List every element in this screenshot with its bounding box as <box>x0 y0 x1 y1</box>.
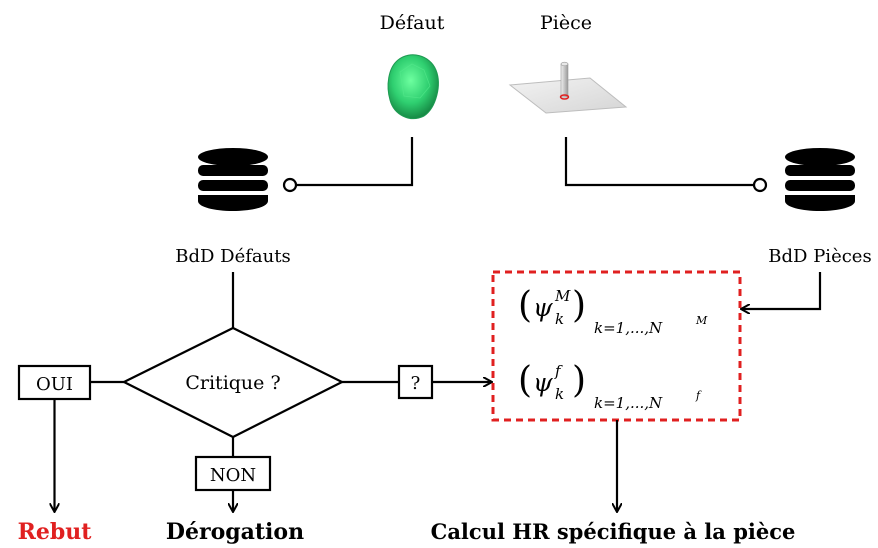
parts-db-to-bases-arrow <box>742 272 822 309</box>
database-parts-label: BdD Pièces <box>768 246 871 267</box>
mode-basis-f: ( ψ f k ) k=1,...,N f <box>518 360 702 412</box>
database-parts-icon <box>785 148 855 211</box>
no-box <box>194 455 272 492</box>
svg-text:): ) <box>572 285 586 326</box>
calc-label: Calcul HR spécifique à la pièce <box>431 519 796 544</box>
psi-symbol-f: ψ <box>533 368 553 397</box>
psi-superscript-f: f <box>554 362 563 380</box>
defect-label: Défaut <box>380 12 445 34</box>
psi-symbol-M: ψ <box>533 293 553 322</box>
psi-subscript-M: k <box>555 310 564 328</box>
svg-text:): ) <box>572 360 586 401</box>
defect-to-db-connector <box>282 137 414 193</box>
defect-shape-icon <box>387 54 439 120</box>
reject-label: Rebut <box>18 519 93 545</box>
yes-label: OUI <box>36 374 73 395</box>
database-defects-label: BdD Défauts <box>175 246 290 267</box>
derogation-label: Dérogation <box>166 519 304 545</box>
svg-text:(: ( <box>518 360 532 401</box>
psi-subscript-f: k <box>555 385 564 403</box>
database-defects-icon <box>198 148 268 211</box>
mode-basis-M: ( ψ M k ) k=1,...,N M <box>518 285 708 337</box>
range-M: k=1,...,N <box>594 319 663 337</box>
part-label: Pièce <box>540 12 592 34</box>
unknown-label: ? <box>411 373 421 394</box>
part-to-db-connector <box>564 137 768 193</box>
part-plate-icon <box>508 61 628 114</box>
psi-superscript-M: M <box>554 287 571 305</box>
range-f: k=1,...,N <box>594 394 663 412</box>
decision-question: Critique ? <box>185 372 280 394</box>
range-sup-f: f <box>695 389 702 402</box>
no-label: NON <box>210 465 256 486</box>
yes-box <box>17 364 92 401</box>
range-sup-M: M <box>695 314 708 327</box>
svg-text:(: ( <box>518 285 532 326</box>
